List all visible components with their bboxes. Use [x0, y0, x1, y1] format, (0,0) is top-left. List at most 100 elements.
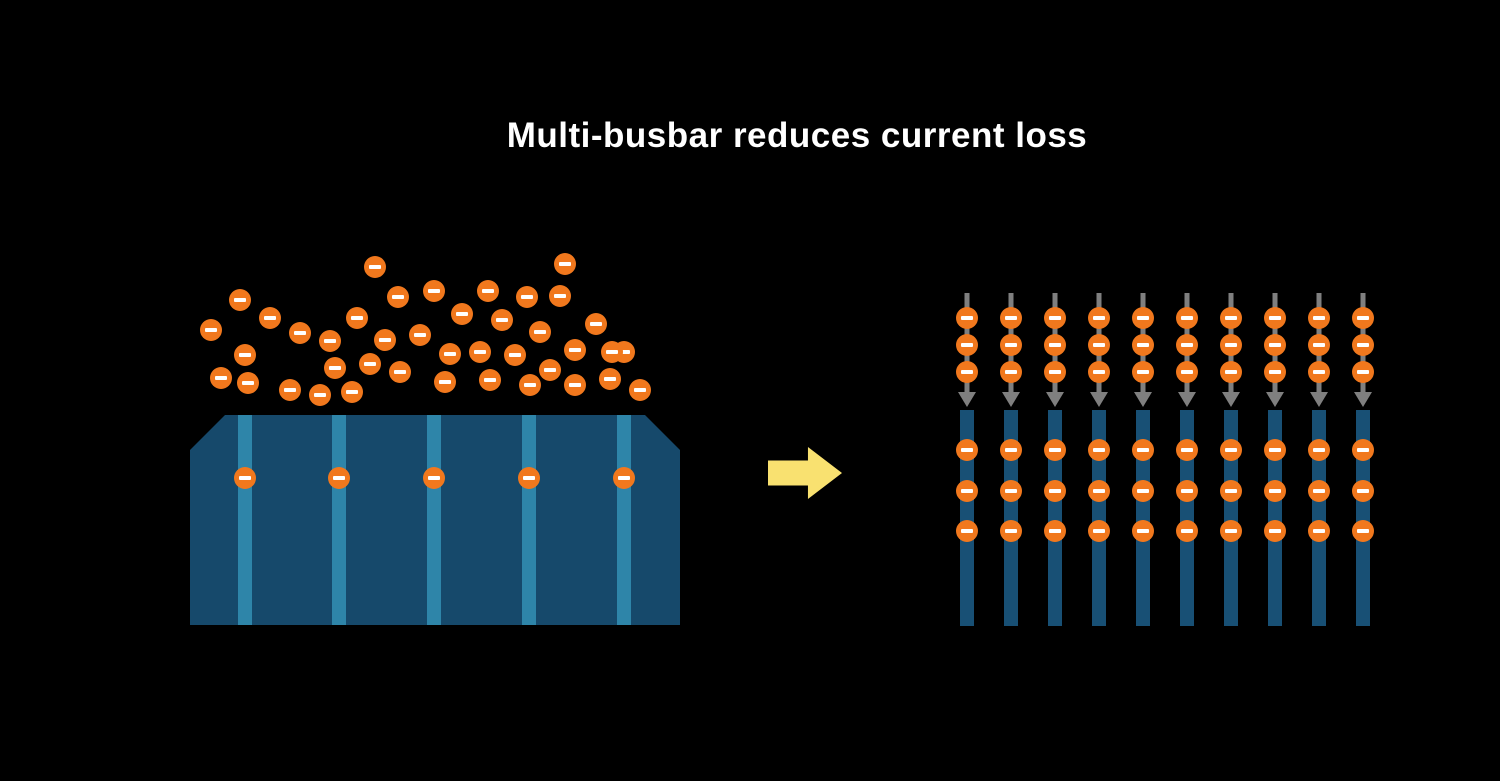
electron-icon: [1132, 480, 1154, 502]
electron-icon: [434, 371, 456, 393]
electron-icon: [956, 520, 978, 542]
electron-icon: [237, 372, 259, 394]
electron-icon: [1088, 520, 1110, 542]
electron-icon: [629, 379, 651, 401]
electron-icon: [1000, 307, 1022, 329]
electron-icon: [1132, 520, 1154, 542]
electron-icon: [1044, 439, 1066, 461]
electron-icon: [613, 467, 635, 489]
electron-icon: [1308, 520, 1330, 542]
electron-icon: [1264, 334, 1286, 356]
electron-icon: [1352, 334, 1374, 356]
electron-icon: [1044, 361, 1066, 383]
electron-icon: [956, 307, 978, 329]
electron-icon: [1132, 439, 1154, 461]
electron-icon: [504, 344, 526, 366]
electron-icon: [1132, 334, 1154, 356]
electron-icon: [1308, 334, 1330, 356]
electron-icon: [1220, 307, 1242, 329]
electron-icon: [539, 359, 561, 381]
busbar: [427, 415, 441, 625]
electron-icon: [1088, 439, 1110, 461]
electron-icon: [1044, 480, 1066, 502]
electron-icon: [364, 256, 386, 278]
electron-icon: [1132, 361, 1154, 383]
electron-icon: [229, 289, 251, 311]
electron-icon: [1088, 334, 1110, 356]
electron-icon: [1088, 361, 1110, 383]
electron-icon: [1044, 334, 1066, 356]
electron-icon: [389, 361, 411, 383]
electron-icon: [1220, 520, 1242, 542]
multi-busbar-bar: [960, 410, 974, 626]
electron-icon: [200, 319, 222, 341]
right-arrow-icon: [768, 447, 842, 499]
diagram-title: Multi-busbar reduces current loss: [506, 116, 1088, 155]
busbar: [617, 415, 631, 625]
electron-icon: [1220, 480, 1242, 502]
electron-icon: [491, 309, 513, 331]
electron-icon: [409, 324, 431, 346]
multi-busbar-bar: [1136, 410, 1150, 626]
electron-icon: [1132, 307, 1154, 329]
electron-icon: [423, 467, 445, 489]
solar-cell: [190, 415, 680, 625]
electron-icon: [1176, 439, 1198, 461]
electron-icon: [324, 357, 346, 379]
electron-icon: [1352, 439, 1374, 461]
electron-icon: [234, 344, 256, 366]
electron-icon: [319, 330, 341, 352]
electron-icon: [956, 480, 978, 502]
electron-icon: [1000, 520, 1022, 542]
electron-icon: [516, 286, 538, 308]
electron-icon: [1352, 520, 1374, 542]
electron-icon: [599, 368, 621, 390]
electron-icon: [477, 280, 499, 302]
electron-icon: [1264, 361, 1286, 383]
electron-icon: [1176, 334, 1198, 356]
electron-icon: [451, 303, 473, 325]
electron-icon: [519, 374, 541, 396]
electron-icon: [1308, 307, 1330, 329]
multi-busbar-bar: [1092, 410, 1106, 626]
electron-icon: [374, 329, 396, 351]
electron-icon: [1264, 480, 1286, 502]
electron-icon: [1220, 334, 1242, 356]
electron-icon: [1308, 480, 1330, 502]
electron-icon: [1352, 480, 1374, 502]
electron-icon: [1264, 520, 1286, 542]
busbar: [238, 415, 252, 625]
electron-icon: [387, 286, 409, 308]
electron-icon: [328, 467, 350, 489]
electron-icon: [1000, 334, 1022, 356]
electron-icon: [1264, 439, 1286, 461]
multi-busbar-bar: [1356, 410, 1370, 626]
multi-busbar-bar: [1312, 410, 1326, 626]
electron-icon: [309, 384, 331, 406]
electron-icon: [346, 307, 368, 329]
electron-icon: [956, 361, 978, 383]
electron-icon: [564, 374, 586, 396]
electron-icon: [279, 379, 301, 401]
electron-icon: [1000, 361, 1022, 383]
electron-icon: [564, 339, 586, 361]
electron-icon: [259, 307, 281, 329]
electron-icon: [1308, 439, 1330, 461]
electron-icon: [518, 467, 540, 489]
multi-busbar-bar: [1268, 410, 1282, 626]
electron-icon: [1220, 361, 1242, 383]
multi-busbar-bar: [1004, 410, 1018, 626]
electron-icon: [956, 439, 978, 461]
electron-icon: [359, 353, 381, 375]
multi-busbar-bar: [1224, 410, 1238, 626]
electron-icon: [1176, 520, 1198, 542]
electron-icon: [1000, 439, 1022, 461]
electron-icon: [1308, 361, 1330, 383]
electron-icon: [439, 343, 461, 365]
electron-icon: [469, 341, 491, 363]
busbar: [522, 415, 536, 625]
electron-icon: [1088, 307, 1110, 329]
electron-icon: [1088, 480, 1110, 502]
electron-icon: [341, 381, 363, 403]
